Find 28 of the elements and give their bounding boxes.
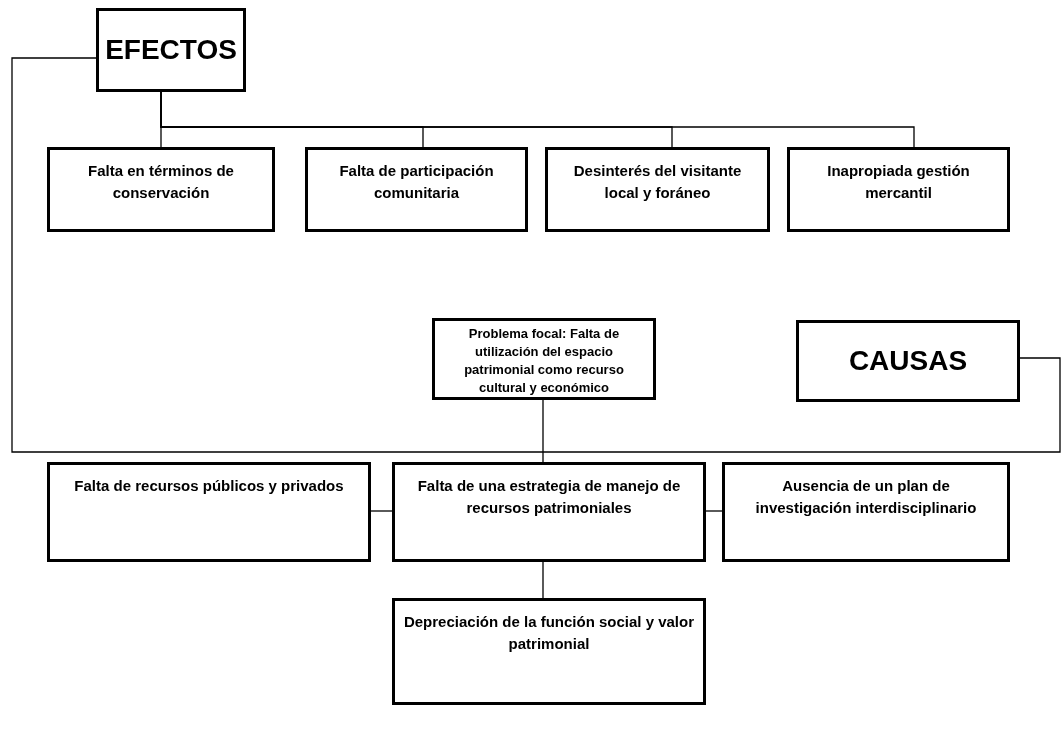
connector-line [542, 561, 544, 599]
connector-line [160, 91, 915, 148]
box-text: Inapropiada gestión mercantil [826, 161, 971, 203]
heading-text: EFECTOS [105, 33, 237, 67]
heading-box [96, 8, 246, 92]
box-text: Falta en términos de conservación [87, 161, 235, 203]
box-text: Falta de participación comunitaria [338, 161, 495, 203]
problem-box [787, 147, 1010, 232]
box-text: Falta de recursos públicos y privados [74, 476, 344, 496]
problem-box [47, 462, 371, 562]
box-text: Falta de una estrategia de manejo de recursos patrimoniales [416, 476, 682, 518]
connector-line [705, 510, 723, 512]
problem-box [432, 318, 656, 400]
connector-line [370, 510, 393, 512]
box-text: Ausencia de un plan de investigación interdisciplinario [754, 476, 978, 518]
problem-box [545, 147, 770, 232]
problem-box [47, 147, 275, 232]
box-text: Desinterés del visitante local y foráneo [572, 161, 743, 203]
box-text: Problema focal: Falta de utilización del espacio patrimonial como recurso cultural y económico [463, 325, 625, 397]
problem-box [305, 147, 528, 232]
heading-text: CAUSAS [848, 344, 968, 378]
connector-line [11, 57, 1061, 453]
connector-line [542, 399, 544, 463]
problem-box [392, 462, 706, 562]
box-text: Depreciación de la función social y valor patrimonial [403, 612, 695, 654]
heading-box [796, 320, 1020, 402]
problem-box [722, 462, 1010, 562]
problem-box [392, 598, 706, 705]
